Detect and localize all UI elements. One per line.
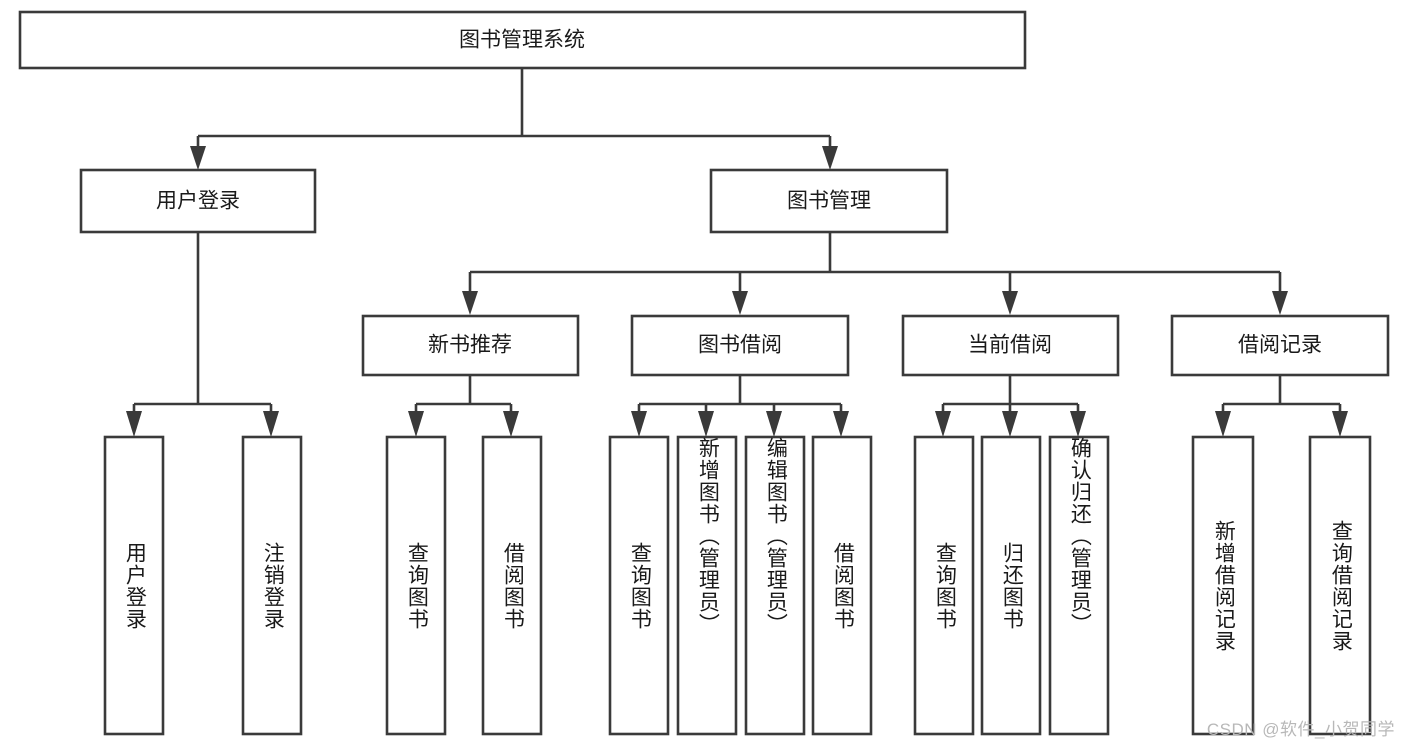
node-leaf-user-login-box[interactable] [103, 435, 165, 736]
node-user-login-box[interactable] [79, 168, 317, 234]
node-new-book-recommend-label: 新书推荐 [428, 334, 512, 357]
node-borrow-record-label: 借阅记录 [1238, 334, 1322, 357]
arrow-head-leaf-logout-login [263, 411, 279, 437]
csdn-watermark: CSDN @软件_小贺同学 [1206, 720, 1395, 739]
connector-group-borrow-record [1215, 375, 1348, 437]
node-leaf-borrow-book-2-box[interactable] [811, 435, 873, 736]
node-leaf-query-book-1-box[interactable] [385, 435, 447, 736]
connector-group-book-borrow [631, 375, 849, 437]
arrow-head-book-borrow [732, 291, 748, 315]
node-root-label: 图书管理系统 [459, 29, 585, 52]
node-book-borrow[interactable]: 图书借阅 [630, 314, 850, 377]
arrow-head-leaf-borrow-book-2 [833, 411, 849, 437]
arrow-head-leaf-query-book-2 [631, 411, 647, 437]
arrow-head-leaf-confirm-return [1070, 411, 1086, 437]
node-root-box[interactable] [18, 10, 1027, 70]
connector-group-new-book-recommend [408, 375, 519, 437]
node-user-login[interactable]: 用户登录 [79, 168, 317, 234]
node-leaf-return-book-box[interactable] [980, 435, 1042, 736]
arrow-head-leaf-query-book-3 [935, 411, 951, 437]
node-book-management[interactable]: 图书管理 [709, 168, 949, 234]
node-book-borrow-box[interactable] [630, 314, 850, 377]
node-book-borrow-label: 图书借阅 [698, 334, 782, 357]
node-book-management-box[interactable] [709, 168, 949, 234]
node-borrow-record[interactable]: 借阅记录 [1170, 314, 1390, 377]
arrow-head-user-login [190, 146, 206, 170]
arrow-head-leaf-user-login [126, 411, 142, 437]
connector-group-root [190, 68, 838, 170]
arrow-head-leaf-query-book-1 [408, 411, 424, 437]
node-leaf-query-book-3-box[interactable] [913, 435, 975, 736]
arrow-head-leaf-query-borrow-record [1332, 411, 1348, 437]
node-new-book-recommend-box[interactable] [361, 314, 580, 377]
node-leaf-edit-book-box[interactable] [744, 435, 806, 736]
arrow-head-leaf-edit-book [766, 411, 782, 437]
arrow-head-leaf-add-book [698, 411, 714, 437]
leaf-boxes [103, 435, 1372, 736]
arrow-head-new-book-recommend [462, 291, 478, 315]
node-root[interactable]: 图书管理系统 [18, 10, 1027, 70]
connector-group-current-borrow [935, 375, 1086, 437]
connector-group-book-management [462, 232, 1288, 315]
node-leaf-borrow-book-1-box[interactable] [481, 435, 543, 736]
node-borrow-record-box[interactable] [1170, 314, 1390, 377]
arrow-head-leaf-return-book [1002, 411, 1018, 437]
arrow-head-leaf-borrow-book-1 [503, 411, 519, 437]
node-leaf-logout-login-box[interactable] [241, 435, 303, 736]
node-leaf-query-book-2-box[interactable] [608, 435, 670, 736]
node-current-borrow-label: 当前借阅 [968, 334, 1052, 357]
node-current-borrow[interactable]: 当前借阅 [901, 314, 1120, 377]
arrow-head-borrow-record [1272, 291, 1288, 315]
node-user-login-label: 用户登录 [156, 190, 240, 213]
node-leaf-query-borrow-record-box[interactable] [1308, 435, 1372, 736]
arrow-head-current-borrow [1002, 291, 1018, 315]
node-leaf-add-book-box[interactable] [676, 435, 738, 736]
node-leaf-confirm-return-box[interactable] [1048, 435, 1110, 736]
arrow-head-book-management [822, 146, 838, 170]
node-current-borrow-box[interactable] [901, 314, 1120, 377]
node-leaf-add-borrow-record-box[interactable] [1191, 435, 1255, 736]
arrow-head-leaf-add-borrow-record [1215, 411, 1231, 437]
node-new-book-recommend[interactable]: 新书推荐 [361, 314, 580, 377]
connector-group-user-login [126, 232, 279, 437]
node-book-management-label: 图书管理 [787, 190, 871, 213]
